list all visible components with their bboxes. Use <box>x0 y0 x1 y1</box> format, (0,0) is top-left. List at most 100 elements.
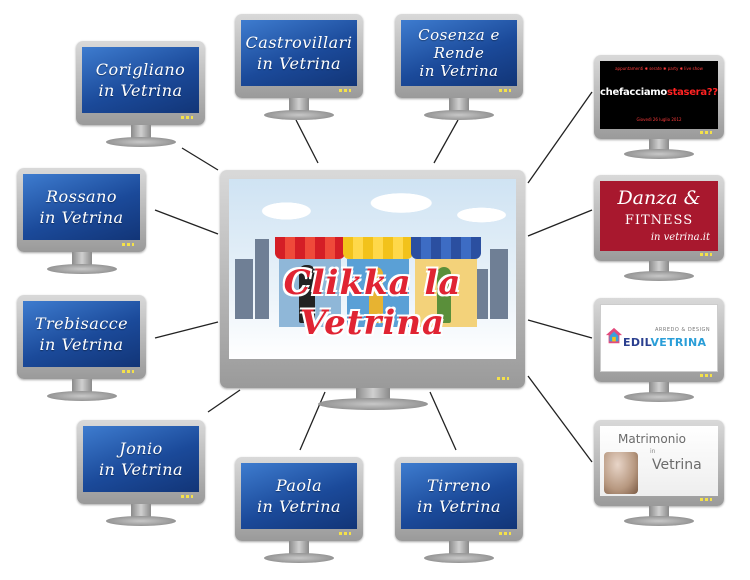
monitor-screen: Danza & FITNESS in vetrina.it <box>600 181 718 251</box>
monitor-matrimonio[interactable]: Matrimonio in Vetrina <box>594 420 724 530</box>
monitor-castrovillari[interactable]: Castrovillari in Vetrina <box>235 14 363 124</box>
monitor-foot <box>264 553 334 563</box>
man-figure <box>299 265 315 323</box>
monitor-foot <box>424 110 494 120</box>
invetrina-tag: in vetrina.it <box>650 232 710 243</box>
label-line: in Vetrina <box>39 208 124 227</box>
monitor-screen: Paola in Vetrina <box>241 463 357 529</box>
shopper-figure <box>437 267 451 323</box>
monitor-foot <box>106 516 176 526</box>
connector-castrovillari <box>295 119 319 164</box>
label-line: in Vetrina <box>416 497 502 516</box>
edil-logo: EDILVETRINA <box>623 336 706 349</box>
label-line: Tirreno <box>427 476 491 495</box>
power-leds <box>122 370 134 373</box>
connector-edil <box>527 319 593 339</box>
monitor-edil[interactable]: ARREDO & DESIGN EDILVETRINA <box>594 298 724 406</box>
monitor-bezel: Trebisacce in Vetrina <box>17 295 146 379</box>
label-line: Rende <box>433 44 485 62</box>
connector-trebisacce <box>154 321 219 339</box>
matrimonio-sub: Vetrina <box>652 457 702 473</box>
monitor-label: Rossano in Vetrina <box>23 174 140 240</box>
monitor-foot <box>624 271 694 281</box>
clouds <box>229 187 516 227</box>
monitor-screen: Rossano in Vetrina <box>23 174 140 240</box>
label-line: in Vetrina <box>256 54 342 73</box>
label-line: in Vetrina <box>98 460 184 479</box>
connector-danza <box>527 209 593 237</box>
monitor-bezel: appuntamenti ✱ serate ✱ party ✱ live sho… <box>594 55 724 139</box>
monitor-bezel: Castrovillari in Vetrina <box>235 14 363 98</box>
fitness-label: FITNESS <box>624 213 694 228</box>
danza-amp: & <box>683 187 701 209</box>
monitor-neck <box>649 261 669 273</box>
monitor-jonio[interactable]: Jonio in Vetrina <box>77 420 205 530</box>
monitor-screen: Trebisacce in Vetrina <box>23 301 140 367</box>
banner-title: Clikka la Vetrina <box>283 263 462 343</box>
label-line: in Vetrina <box>256 497 342 516</box>
power-leds <box>499 532 511 535</box>
logo-part: stasera??? <box>666 87 718 98</box>
monitor-chefacciamo[interactable]: appuntamenti ✱ serate ✱ party ✱ live sho… <box>594 55 724 163</box>
connector-cosenza <box>433 119 459 164</box>
monitor-neck <box>130 125 151 139</box>
monitor-foot <box>46 391 117 401</box>
monitor-neck <box>289 541 309 555</box>
city-building <box>235 259 253 319</box>
connector-corigliano <box>181 147 219 171</box>
central-monitor[interactable]: Clikka la Vetrina <box>220 170 525 410</box>
monitor-screen: Corigliano in Vetrina <box>82 47 199 113</box>
label-line: Cosenza e <box>418 26 500 44</box>
monitor-paola[interactable]: Paola in Vetrina <box>235 457 363 567</box>
monitor-screen: Cosenza e Rende in Vetrina <box>401 20 517 86</box>
monitor-screen: Matrimonio in Vetrina <box>600 426 718 496</box>
monitor-label: Tirreno in Vetrina <box>401 463 517 529</box>
monitor-bezel: Clikka la Vetrina <box>220 170 525 388</box>
monitor-foot <box>624 149 694 159</box>
monitor-label: Corigliano in Vetrina <box>82 47 199 113</box>
shop-red <box>275 237 345 327</box>
monitor-label: Jonio in Vetrina <box>83 426 199 492</box>
shop-blue <box>411 237 481 327</box>
power-leds <box>499 89 511 92</box>
city-building <box>255 239 269 319</box>
monitor-foot <box>624 392 694 402</box>
monitor-foot <box>264 110 334 120</box>
edil-tagline: ARREDO & DESIGN <box>655 327 711 333</box>
monitor-tirreno[interactable]: Tirreno in Vetrina <box>395 457 523 567</box>
monitor-bezel: Paola in Vetrina <box>235 457 363 541</box>
power-leds <box>339 89 351 92</box>
monitor-danza[interactable]: Danza & FITNESS in vetrina.it <box>594 175 724 285</box>
monitor-neck <box>289 98 309 112</box>
monitor-neck <box>131 504 151 518</box>
power-leds <box>181 495 193 498</box>
label-line: Jonio <box>119 439 163 458</box>
logo-part: EDIL <box>623 336 651 349</box>
monitor-bezel: Corigliano in Vetrina <box>76 41 205 125</box>
monitor-rossano[interactable]: Rossano in Vetrina <box>17 168 146 278</box>
power-leds <box>700 131 712 134</box>
chefacciamo-logo: chefacciamostasera??? <box>600 87 718 98</box>
couple-photo <box>604 452 638 494</box>
power-leds <box>339 532 351 535</box>
matrimonio-in: in <box>650 448 656 455</box>
monitor-corigliano[interactable]: Corigliano in Vetrina <box>76 41 205 151</box>
label-line: Paola <box>275 476 323 495</box>
label-line: Trebisacce <box>34 314 129 333</box>
label-line: Castrovillari <box>245 33 353 52</box>
monitor-label: Castrovillari in Vetrina <box>241 20 357 86</box>
danza-word: Danza <box>617 187 678 209</box>
monitor-trebisacce[interactable]: Trebisacce in Vetrina <box>17 295 146 405</box>
logo-part: VETRINA <box>650 336 707 349</box>
monitor-foot <box>424 553 494 563</box>
logo-part: facciamo <box>618 87 667 98</box>
connector-rossano <box>154 209 219 235</box>
monitor-bezel: ARREDO & DESIGN EDILVETRINA <box>594 298 724 382</box>
monitor-screen: Tirreno in Vetrina <box>401 463 517 529</box>
monitor-label: Cosenza e Rende in Vetrina <box>401 20 517 86</box>
power-leds <box>700 253 712 256</box>
shop-yellow <box>343 237 413 327</box>
monitor-foot <box>46 264 117 274</box>
monitor-neck <box>449 541 469 555</box>
monitor-cosenza[interactable]: Cosenza e Rende in Vetrina <box>395 14 523 124</box>
